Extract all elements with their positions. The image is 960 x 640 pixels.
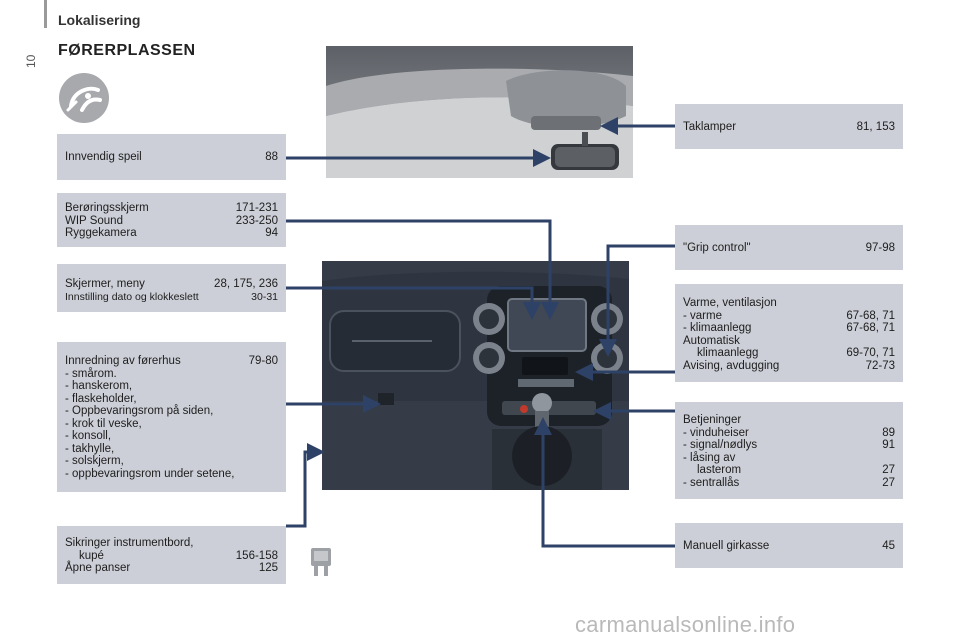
list-item: - oppbevaringsrom under setene, — [65, 467, 235, 480]
box-label: klimaanlegg — [697, 347, 759, 359]
box-page: 69-70, 71 — [846, 347, 895, 359]
box-innvendig-speil: Innvendig speil 88 — [57, 134, 286, 180]
connector-gir — [534, 417, 675, 548]
box-page: 79-80 — [248, 355, 278, 367]
box-label: - klimaanlegg — [683, 322, 752, 334]
list-item: - solskjerm, — [65, 455, 124, 467]
section-marker — [44, 0, 47, 28]
box-page: 28, 175, 236 — [214, 278, 278, 290]
list-item: - konsoll, — [65, 430, 112, 442]
box-innredning: Innredning av førerhus 79-80 - smårom. - … — [57, 342, 286, 492]
box-label: - vinduheiser — [683, 426, 749, 439]
list-item: - smårom. — [65, 367, 117, 380]
box-label: - låsing av — [683, 451, 736, 464]
box-label: WIP Sound — [65, 214, 123, 227]
box-label: Innstilling dato og klokkeslett — [65, 290, 199, 303]
box-page: 45 — [882, 540, 895, 552]
box-page: 67-68, 71 — [846, 322, 895, 334]
list-item: - flaskeholder, — [65, 392, 137, 405]
list-item: - takhylle, — [65, 442, 115, 455]
box-sikringer: Sikringer instrumentbord, kupé 156-158 Åp… — [57, 526, 286, 584]
box-label: lasterom — [697, 464, 742, 476]
box-page: 27 — [882, 464, 895, 476]
headliner-photo — [326, 46, 633, 178]
box-varme: Varme, ventilasjon - varme 67-68, 71 - kl… — [675, 284, 903, 382]
box-page: 27 — [882, 476, 895, 489]
box-page: 125 — [258, 562, 278, 574]
box-manuell-girkasse: Manuell girkasse 45 — [675, 523, 903, 568]
box-label: Manuell girkasse — [683, 540, 770, 552]
box-page: 67-68, 71 — [846, 309, 895, 322]
box-page: 94 — [265, 227, 278, 239]
box-label: - signal/nødlys — [683, 439, 758, 451]
watermark: carmanualsonline.info — [575, 612, 796, 637]
box-page: 89 — [882, 426, 895, 439]
box-label: Sikringer instrumentbord, — [65, 537, 194, 549]
box-label: Ryggekamera — [65, 227, 137, 239]
box-taklamper: Taklamper 81, 153 — [675, 104, 903, 149]
connector-skjerm — [286, 219, 559, 320]
box-label: Innredning av førerhus — [65, 355, 181, 367]
section-title: Lokalisering — [58, 12, 141, 28]
connector-grip — [599, 244, 675, 357]
box-label: kupé — [79, 549, 104, 562]
box-page: 156-158 — [235, 549, 278, 562]
fuse-icon — [308, 546, 334, 578]
page-heading: FØRERPLASSEN — [58, 42, 196, 59]
box-page: 171-231 — [235, 202, 278, 214]
box-page: 30-31 — [251, 290, 278, 303]
box-page: 91 — [882, 439, 895, 451]
box-betjeninger: Betjeninger - vinduheiser 89 - signal/nød… — [675, 402, 903, 499]
box-label: Betjeninger — [683, 414, 742, 426]
list-item: - krok til veske, — [65, 417, 142, 430]
box-label: Taklamper — [683, 121, 737, 133]
box-label: Berøringsskjerm — [65, 202, 149, 214]
box-label: - varme — [683, 309, 722, 322]
box-page: 72-73 — [865, 359, 895, 372]
box-label: Åpne panser — [65, 562, 131, 574]
box-label: "Grip control" — [683, 242, 751, 254]
list-item: - Oppbevaringsrom på siden, — [65, 405, 214, 417]
box-label: Avising, avdugging — [683, 359, 780, 372]
box-label: Varme, ventilasjon — [683, 297, 777, 309]
box-page: 97-98 — [865, 242, 895, 254]
box-label: Automatisk — [683, 334, 740, 347]
steering-wheel-icon — [58, 72, 110, 124]
box-skjermer: Skjermer, meny 28, 175, 236 Innstilling d… — [57, 264, 286, 312]
connector-meny — [286, 286, 541, 320]
box-page: 88 — [265, 151, 278, 163]
box-page: 233-250 — [235, 214, 278, 227]
connector-sikringer — [286, 443, 325, 528]
box-label: Innvendig speil — [65, 151, 142, 163]
list-item: - hanskerom, — [65, 380, 133, 392]
box-grip-control: "Grip control" 97-98 — [675, 225, 903, 270]
box-label: - sentrallås — [683, 476, 740, 489]
box-label: Skjermer, meny — [65, 278, 145, 290]
box-page: 81, 153 — [856, 121, 895, 133]
